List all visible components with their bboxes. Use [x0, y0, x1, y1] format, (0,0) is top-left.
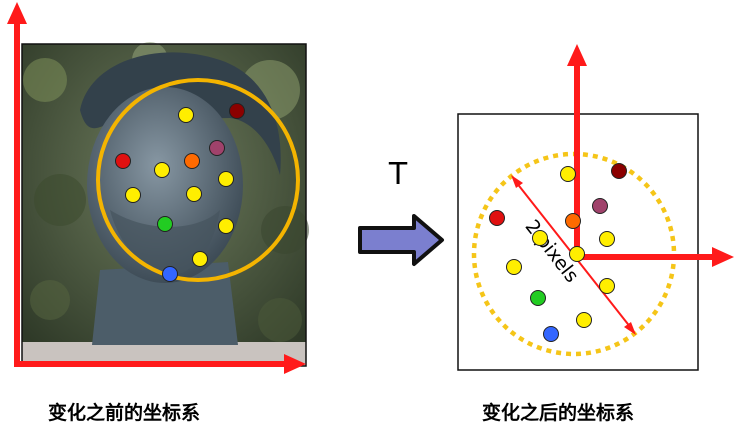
- after-point-orange: [565, 213, 581, 229]
- after-y-arrowhead: [567, 44, 587, 66]
- after-point-red: [489, 210, 505, 226]
- after-point-dark-red: [611, 163, 627, 179]
- diameter-arrowhead-bottom: [624, 322, 636, 335]
- before-point-yellow: [154, 162, 170, 178]
- after-point-blue: [543, 326, 559, 342]
- foliage: [23, 42, 309, 342]
- before-point-orange: [184, 153, 200, 169]
- before-points: [115, 103, 245, 282]
- before-axes: [7, 2, 306, 374]
- transform-label: T: [388, 157, 408, 192]
- before-point-purple: [209, 140, 225, 156]
- after-point-yellow: [506, 259, 522, 275]
- before-point-blue: [162, 266, 178, 282]
- before-point-yellow: [192, 251, 208, 267]
- caption-before: 变化之前的坐标系: [48, 402, 201, 424]
- before-point-yellow: [178, 107, 194, 123]
- after-axes: [567, 44, 734, 267]
- after-x-arrowhead: [712, 247, 734, 267]
- after-points: [489, 163, 627, 342]
- before-y-arrowhead: [7, 2, 27, 24]
- transform-arrow: T: [358, 157, 444, 266]
- before-x-arrowhead: [284, 354, 306, 374]
- before-point-yellow: [186, 186, 202, 202]
- before-point-yellow: [125, 187, 141, 203]
- after-point-yellow: [560, 166, 576, 182]
- before-point-yellow: [218, 171, 234, 187]
- after-point-yellow: [569, 246, 585, 262]
- before-point-dark-red: [229, 103, 245, 119]
- after-point-yellow: [576, 312, 592, 328]
- after-point-yellow: [599, 278, 615, 294]
- before-panel: [21, 42, 309, 367]
- before-point-yellow: [218, 218, 234, 234]
- before-point-green: [157, 216, 173, 232]
- transform-arrow-shape: [358, 214, 444, 266]
- after-point-yellow: [532, 230, 548, 246]
- after-point-purple: [592, 198, 608, 214]
- after-point-green: [530, 290, 546, 306]
- after-point-yellow: [599, 231, 615, 247]
- diameter-arrowhead-top: [511, 175, 523, 188]
- feature-region-circle: [96, 78, 300, 282]
- statue-neck: [92, 262, 238, 345]
- caption-after: 变化之后的坐标系: [482, 402, 635, 424]
- before-point-red: [115, 153, 131, 169]
